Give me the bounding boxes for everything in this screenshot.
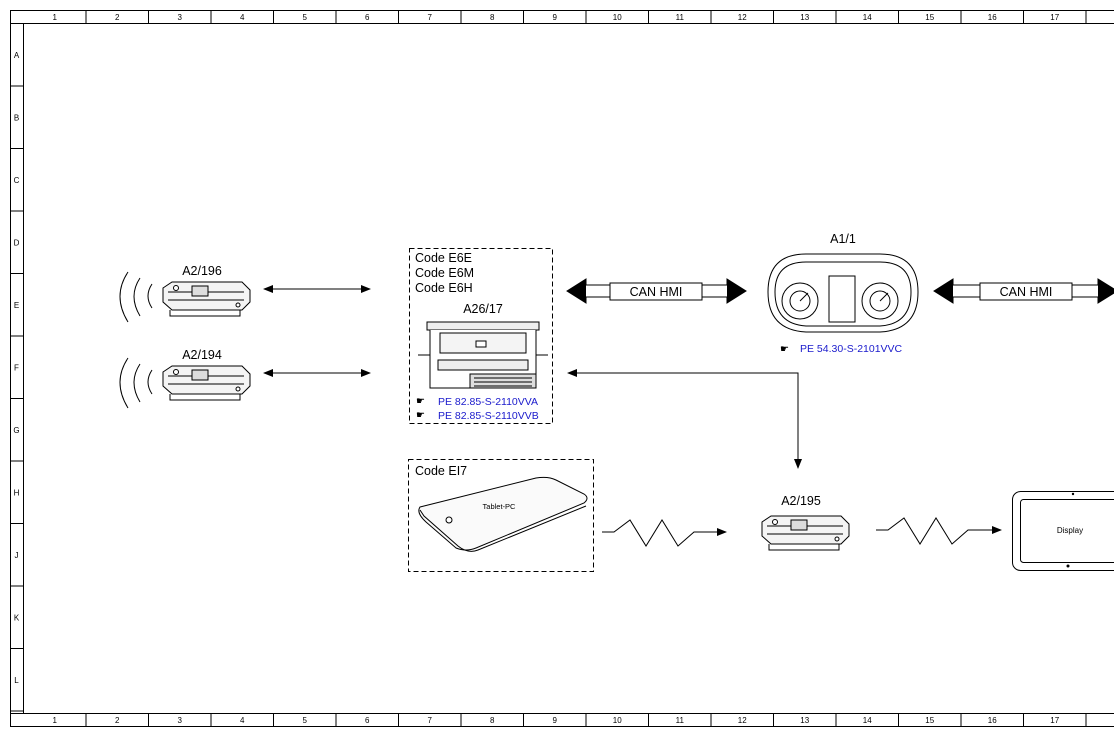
head-unit-icon bbox=[418, 321, 548, 389]
a2-196-label: A2/196 bbox=[182, 264, 222, 278]
column-number: 13 bbox=[800, 716, 809, 725]
column-number: 6 bbox=[365, 13, 370, 22]
row-letter: F bbox=[14, 363, 19, 372]
column-number: 4 bbox=[240, 13, 245, 22]
code-line-3: Code E6H bbox=[415, 281, 473, 295]
tablet-icon bbox=[418, 476, 588, 552]
receiver-module-icon bbox=[162, 365, 251, 401]
column-number: 2 bbox=[115, 13, 120, 22]
instrument-cluster-icon bbox=[767, 253, 919, 333]
column-number: 4 bbox=[240, 716, 245, 725]
wireless-signal-icon bbox=[119, 271, 153, 323]
column-number: 16 bbox=[988, 716, 997, 725]
column-number: 15 bbox=[925, 13, 934, 22]
code-box-title: Code EI7 bbox=[415, 464, 467, 478]
row-letter: J bbox=[15, 551, 19, 560]
a26-17-reference-link-2[interactable]: PE 82.85-S-2110VVB bbox=[438, 410, 539, 422]
row-letter: E bbox=[14, 301, 19, 310]
column-number: 10 bbox=[613, 716, 622, 725]
row-ruler-left: A B C D E F G H J K L bbox=[10, 51, 24, 712]
row-letter: B bbox=[14, 113, 19, 122]
column-number: 12 bbox=[738, 13, 747, 22]
a1-1-reference-link[interactable]: PE 54.30-S-2101VVC bbox=[800, 343, 903, 355]
a2-194-module: A2/194 bbox=[119, 348, 251, 409]
can-hmi-bus-left: CAN HMI bbox=[566, 278, 747, 304]
a2-195-module: A2/195 bbox=[761, 494, 850, 551]
a1-1-label: A1/1 bbox=[830, 232, 856, 246]
column-number: 13 bbox=[800, 13, 809, 22]
column-number: 6 bbox=[365, 716, 370, 725]
column-number: 10 bbox=[613, 13, 622, 22]
column-number: 5 bbox=[303, 13, 308, 22]
row-letter: A bbox=[14, 51, 20, 60]
wireless-link-tablet-a2-195 bbox=[602, 519, 727, 547]
code-box-ei7: Code EI7 Tablet-PC bbox=[408, 459, 594, 572]
row-letter: L bbox=[14, 676, 19, 685]
a2-194-label: A2/194 bbox=[182, 348, 222, 362]
display-label: Display bbox=[1057, 526, 1083, 535]
pointing-hand-icon: ☛ bbox=[416, 410, 425, 421]
code-box-e6: Code E6E Code E6M Code E6H A26/17 ☛ PE 8… bbox=[409, 248, 553, 424]
row-letter: D bbox=[14, 238, 20, 247]
column-number: 16 bbox=[988, 13, 997, 22]
column-number: 12 bbox=[738, 716, 747, 725]
pointing-hand-icon: ☛ bbox=[416, 396, 425, 407]
tablet-label: Tablet-PC bbox=[483, 502, 517, 511]
column-number: 7 bbox=[428, 13, 433, 22]
column-number: 8 bbox=[490, 13, 495, 22]
column-number: 9 bbox=[553, 13, 558, 22]
wireless-signal-icon bbox=[119, 357, 153, 409]
column-number: 5 bbox=[303, 716, 308, 725]
a2-196-module: A2/196 bbox=[119, 264, 251, 323]
can-hmi-bus-right: CAN HMI bbox=[933, 278, 1114, 304]
column-number: 17 bbox=[1050, 716, 1059, 725]
a26-17-reference-link-1[interactable]: PE 82.85-S-2110VVA bbox=[438, 396, 538, 408]
column-number: 11 bbox=[676, 716, 685, 725]
a2-195-label: A2/195 bbox=[781, 494, 821, 508]
receiver-module-icon bbox=[761, 515, 850, 551]
wireless-link-a2-195-display bbox=[876, 517, 1002, 545]
column-number: 1 bbox=[53, 13, 58, 22]
column-number: 3 bbox=[178, 13, 183, 22]
column-number: 7 bbox=[428, 716, 433, 725]
column-number: 8 bbox=[490, 716, 495, 725]
a26-17-label: A26/17 bbox=[463, 302, 503, 316]
column-number: 2 bbox=[115, 716, 120, 725]
column-number: 1 bbox=[53, 716, 58, 725]
code-line-1: Code E6E bbox=[415, 251, 472, 265]
column-number: 14 bbox=[863, 13, 872, 22]
link-a26-17-a2-195 bbox=[575, 372, 802, 469]
row-letter: H bbox=[14, 488, 20, 497]
receiver-module-icon bbox=[162, 281, 251, 317]
column-number: 9 bbox=[553, 716, 558, 725]
a1-1-cluster: A1/1 ☛ PE 54.30-S-2101VVC bbox=[767, 232, 919, 355]
column-number: 11 bbox=[676, 13, 685, 22]
row-letter: C bbox=[14, 176, 20, 185]
column-number: 3 bbox=[178, 716, 183, 725]
column-number: 14 bbox=[863, 716, 872, 725]
code-line-2: Code E6M bbox=[415, 266, 474, 280]
column-number: 17 bbox=[1050, 13, 1059, 22]
pointing-hand-icon: ☛ bbox=[780, 344, 789, 355]
column-number: 15 bbox=[925, 716, 934, 725]
row-letter: K bbox=[14, 613, 20, 622]
row-letter: G bbox=[13, 426, 19, 435]
can-hmi-label-left: CAN HMI bbox=[630, 285, 683, 299]
display-device: Display bbox=[1012, 491, 1114, 571]
can-hmi-label-right: CAN HMI bbox=[1000, 285, 1053, 299]
